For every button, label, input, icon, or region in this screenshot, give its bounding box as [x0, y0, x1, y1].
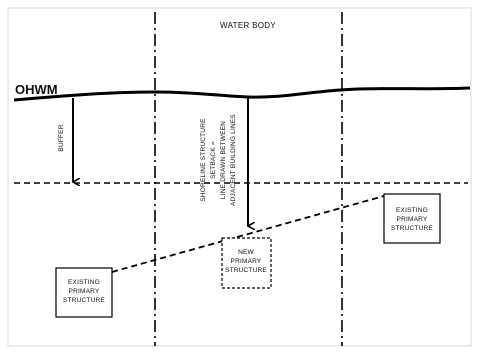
setback-label: SHORELINE STRUCTURE SETBACK = LINE DRAWN…: [200, 114, 237, 206]
structure-label-line: PRIMARY: [397, 216, 428, 223]
buffer-label: BUFFER: [58, 124, 65, 151]
water-body-label: WATER BODY: [220, 21, 276, 30]
structure-label-line: PRIMARY: [69, 288, 100, 295]
new-structure-center: NEW PRIMARY STRUCTURE: [221, 237, 272, 289]
structure-label-line: EXISTING: [396, 207, 428, 214]
structure-label-line: STRUCTURE: [63, 297, 105, 304]
setback-label-line: SHORELINE STRUCTURE: [200, 118, 207, 202]
setback-label-line: SETBACK =: [210, 141, 217, 179]
ohwm-shoreline: [13, 86, 471, 102]
existing-structure-right: EXISTING PRIMARY STRUCTURE: [383, 193, 441, 244]
ohwm-label: OHWM: [15, 82, 58, 97]
structure-label-line: STRUCTURE: [225, 267, 267, 274]
existing-structure-left: EXISTING PRIMARY STRUCTURE: [55, 267, 113, 318]
structure-label-line: NEW: [238, 249, 254, 256]
structure-label-line: EXISTING: [68, 279, 100, 286]
structure-label-line: PRIMARY: [231, 258, 262, 265]
structure-label-line: STRUCTURE: [391, 225, 433, 232]
setback-label-line: ADJACENT BUILDING LINES: [230, 114, 237, 206]
setback-line: [111, 195, 385, 273]
setback-label-line: LINE DRAWN BETWEEN: [220, 121, 227, 199]
